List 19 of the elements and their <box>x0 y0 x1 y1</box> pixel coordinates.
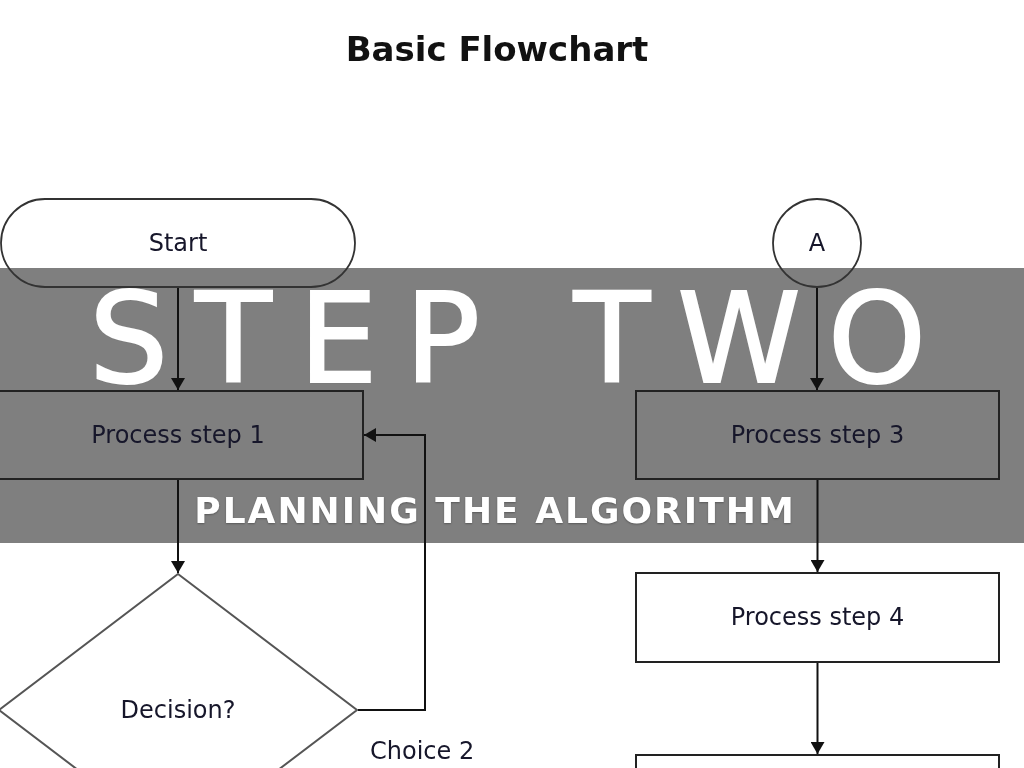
banner-subtitle: PLANNING THE ALGORITHM <box>194 493 796 529</box>
flow-arrow <box>810 479 825 573</box>
process-box <box>0 390 364 480</box>
diagram-title: Basic Flowchart <box>345 30 649 70</box>
connector-circle <box>772 198 862 288</box>
step-label: Process step 3 <box>730 420 905 450</box>
step-label: Process step 1 <box>91 420 265 450</box>
start-terminal <box>0 198 356 288</box>
flow-arrow <box>810 662 825 755</box>
branch-label: Choice 2 <box>370 738 475 765</box>
flow-arrow <box>357 428 426 711</box>
flow-arrow <box>171 479 185 574</box>
connector-label: A <box>808 228 826 258</box>
decision-label: Decision? <box>120 695 236 725</box>
decision-diamond <box>0 573 358 768</box>
terminal-label: Start <box>148 228 208 258</box>
process-box <box>635 572 1000 663</box>
process-box <box>635 390 1000 480</box>
step-label: Process step 4 <box>730 603 905 632</box>
